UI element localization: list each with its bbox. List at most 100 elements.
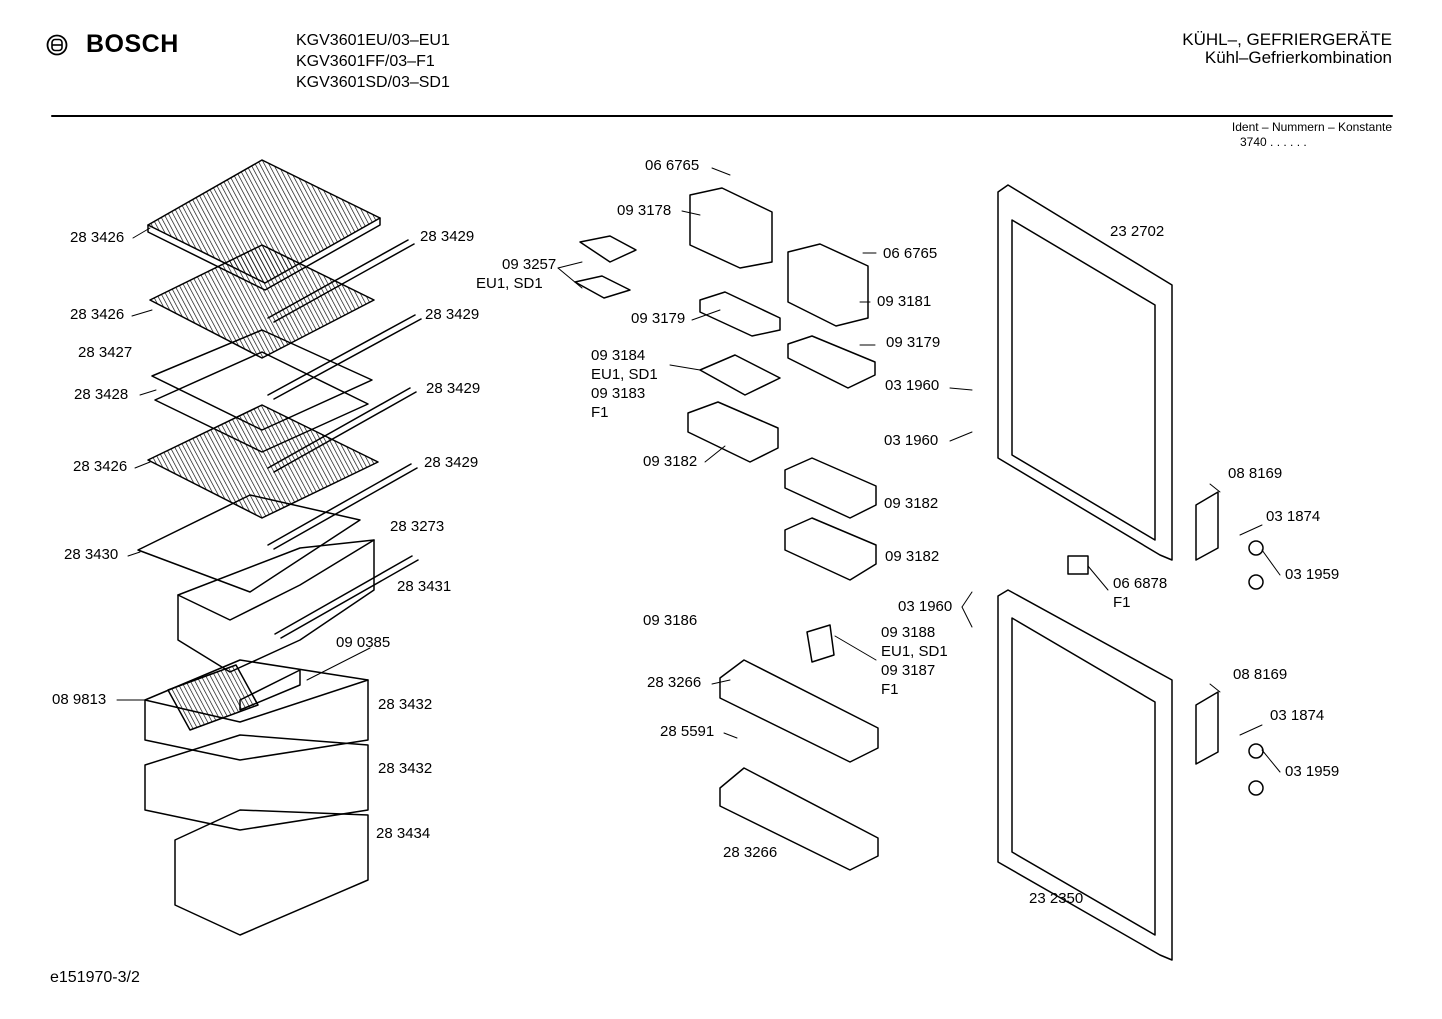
part-label: 28 3273 [390, 518, 445, 535]
shelf-trim-3 [267, 387, 417, 473]
part-label: 28 5591 [660, 723, 715, 740]
glass-plate [137, 494, 361, 593]
part-label: 08 8169 [1228, 465, 1283, 482]
freezer-drawer-3 [174, 809, 369, 936]
door-bin-3 [687, 401, 779, 463]
part-variant: F1 [591, 404, 609, 421]
shelf-trim-2 [267, 314, 422, 400]
part-variant: EU1, SD1 [476, 275, 543, 292]
model-number-3: KGV3601SD/03–SD1 [296, 74, 450, 91]
freezer-drawer-1-rim [144, 679, 369, 723]
door-shelf-2 [719, 767, 879, 871]
egg-tray [699, 354, 781, 396]
part-label: 28 3429 [426, 380, 481, 397]
part-label: 06 6765 [883, 245, 938, 262]
part-label: 08 9813 [52, 691, 107, 708]
door-bin-cover-1 [689, 187, 773, 269]
glass-shelf-2 [149, 244, 375, 359]
freezer-drawer-2 [144, 734, 369, 831]
part-label: 03 1874 [1270, 707, 1325, 724]
butter-base [574, 275, 631, 299]
part-label: 28 3432 [378, 760, 433, 777]
fridge-door-inner [1011, 219, 1156, 541]
part-variant: EU1, SD1 [881, 643, 948, 660]
part-label: 03 1959 [1285, 566, 1340, 583]
door-bin-1 [699, 291, 781, 337]
part-label: 28 3429 [425, 306, 480, 323]
part-label: 09 3179 [631, 310, 686, 327]
part-label: 28 3428 [74, 386, 129, 403]
part-label: 03 1960 [884, 432, 939, 449]
part-label: 28 3429 [420, 228, 475, 245]
part-label: 09 3184 [591, 347, 646, 364]
part-label: 03 1960 [885, 377, 940, 394]
part-label: 09 0385 [336, 634, 391, 651]
butter-lid [579, 235, 637, 263]
bushing-2 [1248, 574, 1264, 590]
part-label: 09 3257 [502, 256, 557, 273]
part-label: 23 2350 [1029, 890, 1084, 907]
part-label: 06 6765 [645, 157, 700, 174]
shelf-trim-4 [267, 463, 418, 550]
part-label: 23 2702 [1110, 223, 1165, 240]
door-bin-5 [784, 517, 877, 581]
part-label: 28 3430 [64, 546, 119, 563]
part-label: 28 3434 [376, 825, 431, 842]
bushing-1 [1248, 540, 1264, 556]
part-label: 09 3183 [591, 385, 646, 402]
ice-tray [167, 664, 259, 731]
part-label: 06 6878 [1113, 575, 1168, 592]
label-plate [1067, 555, 1089, 575]
part-label: 28 3426 [70, 229, 125, 246]
ident-label: Ident – Nummern – Konstante [1231, 120, 1392, 134]
freezer-door-inner [1011, 617, 1156, 936]
part-label: 09 3182 [884, 495, 939, 512]
storage-box-rim [177, 539, 375, 621]
part-label: 09 3179 [886, 334, 941, 351]
part-label: 03 1960 [898, 598, 953, 615]
freezer-drawer-1 [144, 659, 369, 761]
shelf-trim-1 [267, 239, 415, 323]
part-label: 09 3181 [877, 293, 932, 310]
fridge-door [997, 184, 1173, 561]
glass-shelf-5 [147, 404, 379, 519]
part-label: 09 3186 [643, 612, 698, 629]
part-label: 28 3266 [723, 844, 778, 861]
ident-value: 3740 . . . . . . [1240, 135, 1307, 149]
part-variant: EU1, SD1 [591, 366, 658, 383]
hinge-upper [1195, 491, 1219, 561]
door-bin-4 [784, 457, 877, 519]
door-bin-cover-2 [787, 243, 869, 327]
part-label: 28 3426 [73, 458, 128, 475]
part-label: 03 1959 [1285, 763, 1340, 780]
document-id: e151970-3/2 [50, 969, 140, 986]
ice-scraper [239, 669, 301, 711]
part-label: 09 3182 [643, 453, 698, 470]
part-variant: F1 [1113, 594, 1131, 611]
model-number-1: KGV3601EU/03–EU1 [296, 32, 450, 49]
part-label: 28 3426 [70, 306, 125, 323]
part-label: 28 3266 [647, 674, 702, 691]
glass-shelf-3 [151, 329, 373, 431]
clip-part [806, 624, 835, 663]
category-subtitle: Kühl–Gefrierkombination [1204, 48, 1392, 67]
part-label: 28 3432 [378, 696, 433, 713]
part-label: 09 3188 [881, 624, 936, 641]
hinge-lower [1195, 691, 1219, 765]
part-label: 28 3431 [397, 578, 452, 595]
part-label: 03 1874 [1266, 508, 1321, 525]
bosch-logo-icon [46, 34, 68, 55]
category-title: KÜHL–, GEFRIERGERÄTE [1182, 30, 1392, 49]
part-variant: F1 [881, 681, 899, 698]
shelf-trim-5 [274, 555, 419, 639]
part-label: 09 3187 [881, 662, 936, 679]
storage-box [177, 539, 375, 673]
model-number-2: KGV3601FF/03–F1 [296, 53, 435, 70]
door-bin-2 [787, 335, 876, 389]
brand-name: BOSCH [86, 30, 179, 58]
part-label: 09 3178 [617, 202, 672, 219]
part-label: 28 3427 [78, 344, 133, 361]
part-label: 28 3429 [424, 454, 479, 471]
